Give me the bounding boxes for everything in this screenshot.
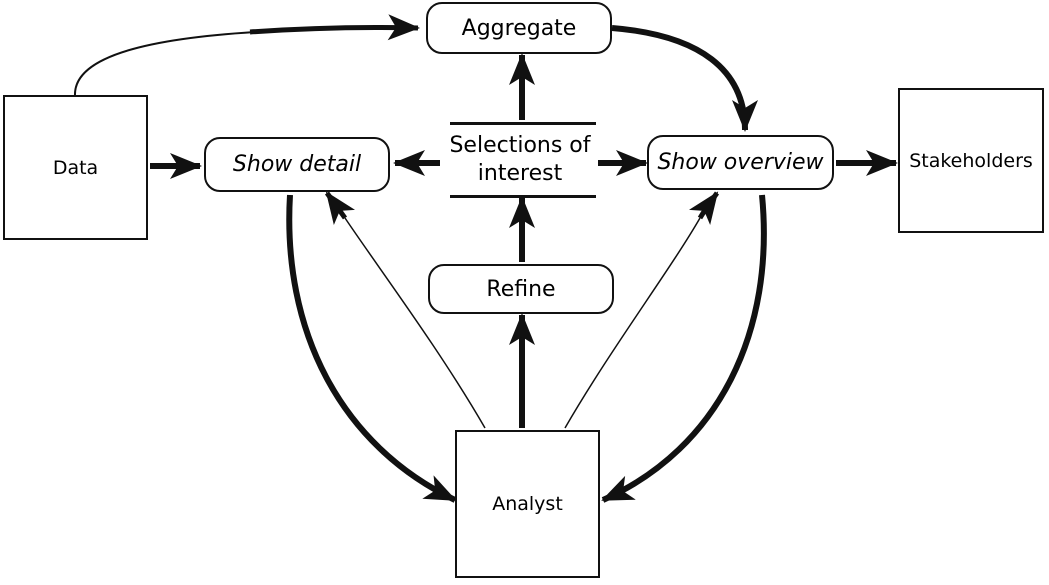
refine-label: Refine (486, 276, 556, 302)
aggregate-box: Aggregate (426, 2, 612, 54)
arrow-aggregate-to-overview (611, 25, 758, 132)
selections-top-bar (450, 122, 596, 125)
stakeholders-label: Stakeholders (909, 149, 1033, 172)
arrow-detail-to-analyst (286, 194, 457, 503)
arrow-overview-to-analyst (601, 194, 767, 503)
show-detail-label: Show detail (232, 152, 362, 177)
show-overview-label: Show overview (657, 150, 824, 175)
selections-of-interest-label: Selections of interest (440, 132, 600, 188)
selections-bottom-bar (450, 195, 596, 198)
selections-line1: Selections of (449, 133, 591, 158)
data-label: Data (52, 156, 99, 179)
data-box: Data (3, 95, 148, 240)
arrow-data-to-aggregate-head (249, 14, 420, 41)
show-overview-box: Show overview (647, 135, 834, 190)
arrow-analyst-to-overview-head (688, 191, 720, 225)
aggregate-label: Aggregate (461, 15, 577, 41)
arrow-analyst-to-detail-thin (344, 217, 486, 429)
arrow-data-to-aggregate (73, 27, 419, 97)
selections-line2: interest (477, 161, 563, 186)
stakeholders-box: Stakeholders (898, 88, 1044, 233)
show-detail-box: Show detail (204, 137, 390, 192)
arrow-analyst-to-detail-head (324, 191, 356, 225)
arrow-analyst-to-overview-thin (564, 217, 701, 429)
refine-box: Refine (428, 264, 614, 314)
analyst-label: Analyst (492, 493, 563, 515)
analyst-box: Analyst (455, 430, 600, 578)
